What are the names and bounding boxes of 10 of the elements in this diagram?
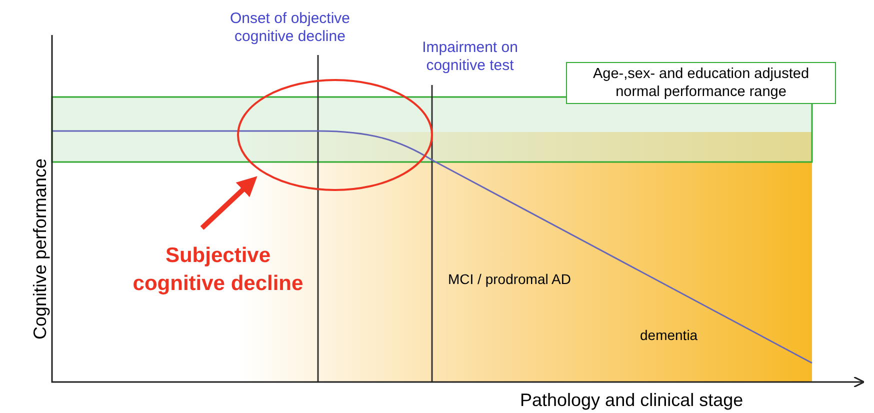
annotation-text: Onset of objective cognitive decline [228,10,352,46]
stage-label: MCI / prodromal AD [448,270,572,288]
range-label-box: Age-,sex- and education adjusted normal performance range [566,62,836,104]
annotation-text: Impairment on cognitive test [421,39,519,75]
highlight-ellipse [237,79,433,191]
callout-text: Subjective cognitive decline [118,242,318,298]
arrow [200,176,258,230]
stage-label: dementia [640,326,699,344]
axis-title: Cognitive performance [29,157,51,342]
axis-title: Pathology and clinical stage [520,389,744,411]
